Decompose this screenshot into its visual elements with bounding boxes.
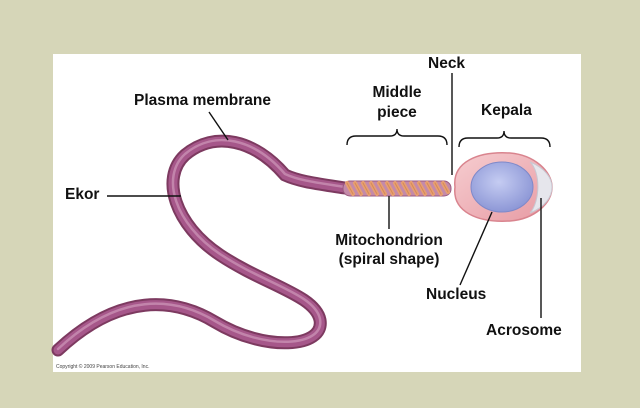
acrosome-cap	[529, 161, 553, 214]
label-plasma-membrane: Plasma membrane	[134, 92, 271, 109]
nucleus-leader-line	[459, 211, 493, 286]
label-mitochondrion-line2: (spiral shape)	[338, 251, 440, 268]
label-middle-piece-line1: Middle	[372, 84, 422, 101]
label-acrosome: Acrosome	[486, 322, 562, 339]
middle-piece-bracket	[346, 128, 448, 146]
label-ekor: Ekor	[65, 186, 100, 203]
mitochondrion-spiral	[345, 181, 450, 196]
head	[454, 152, 553, 222]
nucleus-body	[470, 161, 534, 213]
label-mitochondrion-line1: Mitochondrion	[335, 232, 443, 249]
copyright-notice: Copyright © 2009 Pearson Education, Inc.	[56, 364, 150, 370]
plasma-membrane-leader-line	[208, 111, 229, 141]
label-kepala: Kepala	[481, 102, 532, 119]
label-middle-piece-line2: piece	[377, 104, 417, 121]
tail	[51, 134, 352, 357]
label-neck: Neck	[428, 55, 466, 72]
label-nucleus: Nucleus	[426, 286, 487, 303]
kepala-bracket	[458, 130, 551, 148]
middle-piece	[342, 180, 452, 197]
